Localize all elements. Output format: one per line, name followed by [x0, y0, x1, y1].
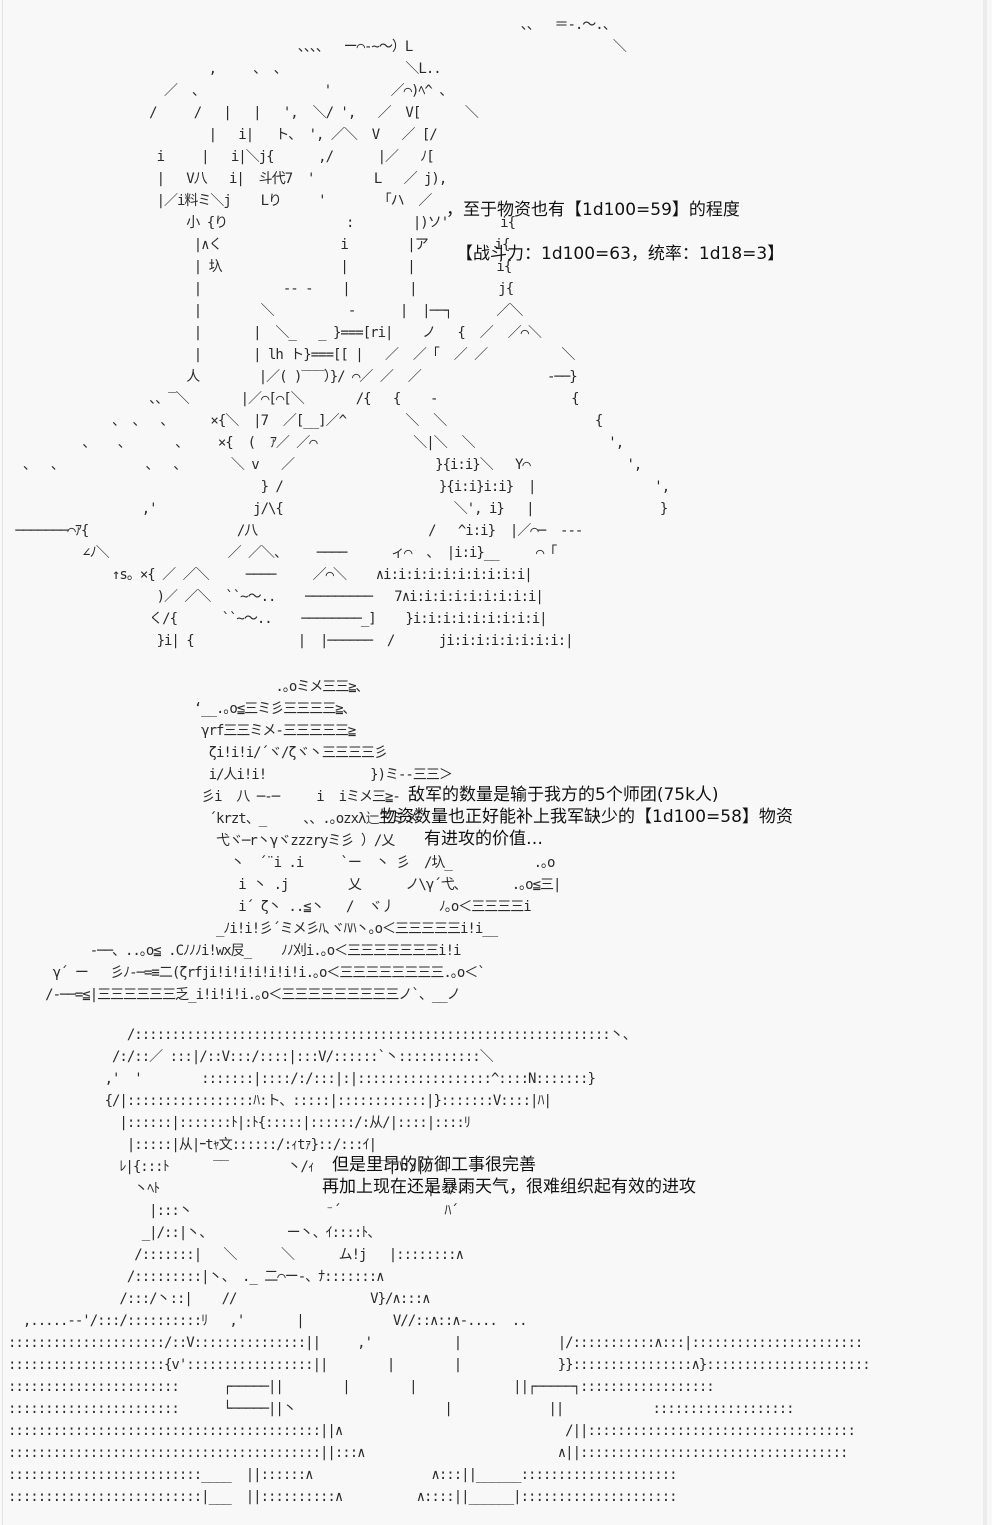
- ascii-art-line: {/|:::::::::::::::::ﾊ:ト、:::::|::::::::::…: [8, 1093, 552, 1109]
- ascii-art-line: 、、‾＼ |／⌒[⌒[＼ /{ { - {: [8, 391, 579, 407]
- ascii-art-line: | -- - | | j{: [8, 281, 514, 297]
- ascii-art-line: ∠ﾉ＼ ／ ／＼、 ──── ィ⌒ 、 |i:i}__ ⌒「: [8, 545, 557, 561]
- ascii-art-line: /:::/丶::| // V}/∧:::∧: [8, 1291, 430, 1307]
- caption-line: 再加上现在还是暴雨天气，很难组织起有效的进攻: [322, 1177, 696, 1197]
- ascii-art-line: |:::丶 ⁻´ ﾊ´: [8, 1203, 459, 1219]
- caption-line: ，至于物资也有【1d100=59】的程度: [446, 200, 740, 220]
- ascii-art-line: 丶 ´¨i .i `ー 丶 彡 /圦_ .｡o: [8, 855, 556, 871]
- ascii-art-line: _|/::|丶、 ー丶、ｲ::::ﾄ、: [8, 1225, 382, 1241]
- ascii-art-line: ‘__.｡o≦三ミ彡三三三三≧､: [8, 701, 350, 717]
- ascii-art-line: 彡i 八 ─-─ i iミメ三≧‐: [8, 789, 401, 805]
- ascii-art-line: )／ ／＼ ``~～.. ───────── 7∧i:i:i:i:i:i:i:i…: [8, 589, 544, 605]
- ascii-art-line: _ﾉi!i!彡´ミメ彡ﾊ､ヾﾊﾊ丶｡o＜三三三三三i!i__: [8, 921, 498, 937]
- ascii-art-block: 、、 ＝-.～.、 、、、、 ー⌒‐~～）L ＼ , 、 、 ＼L.. ／ 、 …: [8, 14, 671, 652]
- ascii-art-line: } / }{i:i}i:i} | ',: [8, 479, 671, 495]
- ascii-art-line: | | lh ト}===[[ | ／ ／「 ／ ／ ＼: [8, 347, 576, 363]
- ascii-art-line: /:::::::::|丶、 ._ 二⌒ー‐、ﾅ:::::::∧: [8, 1269, 385, 1285]
- caption-line: 但是里昂的防御工事很完善: [332, 1155, 536, 1175]
- ascii-art-block: /:::::::::::::::::::::::::::::::::::::::…: [8, 1024, 871, 1508]
- ascii-art-line: ::::::::::::::::::::::::::|___ ||:::::::…: [8, 1489, 678, 1505]
- ascii-art-line: 丶ﾍﾄ |::/ノ: [8, 1181, 470, 1197]
- ascii-art-line: 弋ヾ─r丶γヾzzzryミ彡 ）/乂: [8, 833, 395, 849]
- ascii-art-line: /:::::::::::::::::::::::::::::::::::::::…: [8, 1027, 637, 1043]
- ascii-art-line: / / | | ', ＼/ ', ／ V[ ＼: [8, 105, 479, 121]
- caption-line: 【战斗力：1d100=63，统率：1d18=3】: [456, 244, 785, 264]
- ascii-art-line: ───────⌒ｱ{ /八 / ^i:i} |／⌒─ ---: [8, 523, 583, 539]
- ascii-art-line: /:::::::| ＼ ＼ ム!j |::::::::∧: [8, 1247, 464, 1263]
- caption-line: 物资数量也正好能补上我军缺少的【1d100=58】物资: [380, 807, 793, 827]
- ascii-art-line: /:/::／ :::|/::V:::/::::|:::V/::::::`丶:::…: [8, 1049, 494, 1065]
- ascii-art-line: ζi!i!i/´ヾ/ζヾ丶三三三三彡: [8, 745, 388, 761]
- ascii-art-line: ／ 、 ' ／⌒)ﾍ^ 、: [8, 83, 453, 99]
- ascii-art-line: ,' ' :::::::|::::/:/:::|:|::::::::::::::…: [8, 1071, 596, 1087]
- ascii-art-line: ::::::::::::::::::::::::::::::::::::::::…: [8, 1423, 856, 1439]
- ascii-art-line: i/人i!i! })ミ‐-三三＞: [8, 767, 453, 783]
- ascii-art-line: i | i|＼j{ ,/ |／ ﾉ[: [8, 149, 435, 165]
- ascii-art-line: 、 、 、 ×{＼ |7 ／[__]／^ ＼ ＼ {: [8, 413, 603, 429]
- ascii-art-line: i´ ζ丶 ..≦丶 / ヾ丿 ﾉ｡o＜三三三三i: [8, 899, 531, 915]
- scrollbar-track[interactable]: [983, 0, 987, 1525]
- ascii-art-line: , 、 、 ＼L..: [8, 61, 442, 77]
- ascii-art-line: |∧く i |ア i{: [8, 237, 511, 253]
- aa-panel-2: .｡oミメ三三≧､ ‘__.｡o≦三ミ彡三三三三≧､ γrf三三ミメ‐三三三三三…: [0, 676, 960, 1006]
- ascii-art-line: /-──=≦|三三三三三三乏_i!i!i!i.｡o＜三三三三三三三三三ノ`、__…: [8, 987, 461, 1003]
- ascii-art-line: ::::::::::::::::::::::: └─────||丶 | || :…: [8, 1401, 795, 1417]
- ascii-art-line: |:::::|从|ｰtｬ文::::::/:ｨtｧ}::/:::ｲ|: [8, 1137, 377, 1153]
- aa-panel-1: 、、 ＝-.～.、 、、、、 ー⌒‐~～）L ＼ , 、 、 ＼L.. ／ 、 …: [0, 0, 960, 660]
- ascii-art-line: ,' j/\{ ＼', i} | }: [8, 501, 669, 517]
- ascii-art-line: 小 {り : |)ソ' i{: [8, 215, 516, 231]
- ascii-art-line: ::::::::::::::::::::::: ┌─────|| | | ||┌…: [8, 1379, 715, 1395]
- ascii-art-line: i 丶 .j 乂 ノ\γ´弋､ .｡o≦三|: [8, 877, 561, 893]
- ascii-art-block: .｡oミメ三三≧､ ‘__.｡o≦三ミ彡三三三三≧､ γrf三三ミメ‐三三三三三…: [8, 676, 561, 1006]
- ascii-art-line: 、 、 、 、 ＼ v ／ }{i:i}＼ Y⌒ ',: [8, 457, 642, 473]
- ascii-art-line: | i| ト、 ', ／＼ V ／ [/: [8, 127, 438, 143]
- ascii-art-line: |::::::|:::::::ﾄ|:ﾄ{:::::|::::::/:从/|:::…: [8, 1115, 470, 1131]
- ascii-art-line: ´krzt、_ 、、.｡ozxλ辷三ミメ: [8, 811, 419, 827]
- ascii-art-line: 人 |／( )‾‾‾）}/ ⌒／ ／ ／ -──}: [8, 369, 577, 385]
- ascii-art-line: -──、..｡o≦ .Cﾉﾉﾉi!wx㞋_ ﾉﾉ刈i.｡o＜三三三三三三三i!i: [8, 943, 462, 959]
- caption-line: 敌军的数量是输于我方的5个师团(75k人): [408, 785, 719, 805]
- ascii-art-line: | 圦 | | i{: [8, 259, 513, 275]
- ascii-art-line: く/{ ``~～.. ────────_] }i:i:i:i:i:i:i:i:i…: [8, 611, 547, 627]
- caption-line: 有进攻的价值…: [424, 829, 543, 849]
- ascii-art-line: ,.....‐-'/:::/::::::::::ﾘ ,' | V//::∧::∧…: [8, 1313, 528, 1329]
- ascii-art-line: ::::::::::::::::::::::::::::::::::::::::…: [8, 1445, 848, 1461]
- ascii-art-line: .｡oミメ三三≧､: [8, 679, 362, 695]
- ascii-art-line: ﾚ|{:::ﾄ ‾‾ 丶/ｨ ‾‾|ﾊ:/|/: [8, 1159, 432, 1175]
- ascii-art-line: | ＼ - | |──┐ ／＼: [8, 303, 524, 319]
- ascii-art-line: | V八 i| 斗代7 ' L ／ j),: [8, 171, 448, 187]
- ascii-art-line: 、、 ＝-.～.、: [8, 17, 617, 33]
- ascii-art-line: :::::::::::::::::::::/::V:::::::::::::::…: [8, 1335, 863, 1351]
- ascii-art-line: 、、、、 ー⌒‐~～）L ＼: [8, 39, 627, 55]
- ascii-art-line: }i| { | |────── / ji:i:i:i:i:i:i:i:|: [8, 633, 574, 649]
- aa-panel-3: /:::::::::::::::::::::::::::::::::::::::…: [0, 1024, 960, 1505]
- ascii-art-line: γ´ ー 彡ﾉ-─=≡二(ζrfji!i!i!i!i!i!i.｡o＜三三三三三三…: [8, 965, 486, 981]
- ascii-art-line: | | ＼_ _ }===[ri| ノ { ／ ／⌒＼: [8, 325, 542, 341]
- page-left-border: [2, 0, 3, 1525]
- ascii-art-line: γrf三三ミメ‐三三三三三≧: [8, 723, 356, 739]
- ascii-art-line: ::::::::::::::::::::::::::____ ||::::::∧…: [8, 1467, 678, 1483]
- ascii-art-line: 、 、 、 ×{ ( ｱ／ ／⌒ ＼|＼ ＼ ',: [8, 435, 624, 451]
- ascii-art-line: :::::::::::::::::::::{v'::::::::::::::::…: [8, 1357, 871, 1373]
- ascii-art-line: ↑s。×{ ／ ／＼ ──── ／⌒＼ ∧i:i:i:i:i:i:i:i:i:i…: [8, 567, 533, 583]
- ascii-art-line: |／i料ミ＼j Lり ' 「ハ ／: [8, 193, 433, 209]
